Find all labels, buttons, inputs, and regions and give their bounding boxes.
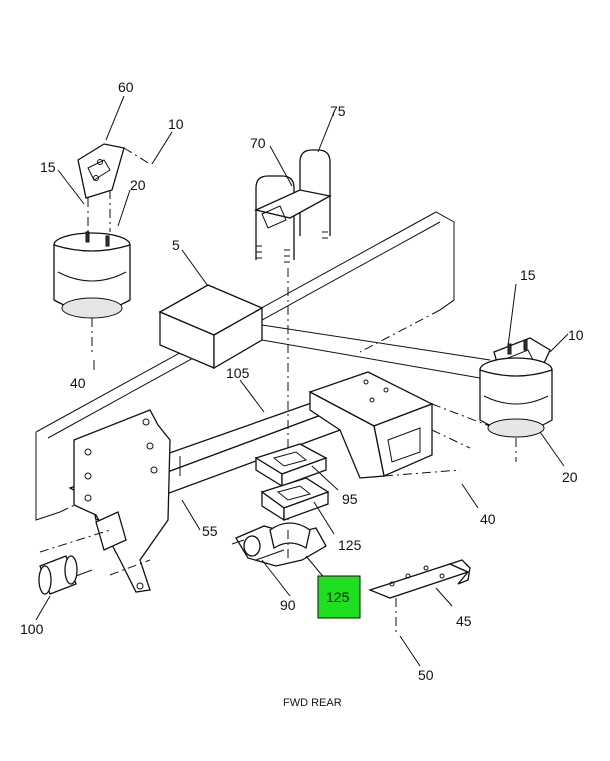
callout-60[interactable]: 60 bbox=[118, 79, 134, 95]
hanger-bracket bbox=[39, 409, 171, 593]
callout-95[interactable]: 95 bbox=[342, 491, 358, 507]
callout-15-right[interactable]: 15 bbox=[520, 267, 536, 283]
air-spring-right bbox=[479, 337, 553, 462]
callout-125-upper[interactable]: 125 bbox=[338, 537, 362, 553]
callout-70[interactable]: 70 bbox=[250, 135, 266, 151]
beam-bracket bbox=[308, 371, 501, 479]
diagram-caption: FWD REAR bbox=[283, 697, 342, 709]
air-spring-left bbox=[53, 143, 151, 352]
callout-40-right[interactable]: 40 bbox=[480, 511, 496, 527]
callout-15-left[interactable]: 15 bbox=[40, 159, 56, 175]
bushing bbox=[38, 555, 93, 595]
callout-40-left[interactable]: 40 bbox=[70, 375, 86, 391]
callout-10-right[interactable]: 10 bbox=[568, 327, 584, 343]
callout-50[interactable]: 50 bbox=[418, 667, 434, 683]
callout-45[interactable]: 45 bbox=[456, 613, 472, 629]
axle-clamp bbox=[231, 522, 327, 567]
mounting-bracket bbox=[368, 559, 471, 634]
callout-75[interactable]: 75 bbox=[330, 103, 346, 119]
callout-100[interactable]: 100 bbox=[20, 621, 44, 637]
leader-lines bbox=[35, 95, 569, 667]
u-bolt bbox=[253, 149, 332, 520]
callout-10-left[interactable]: 10 bbox=[168, 116, 184, 132]
callout-125-selected[interactable]: 125 bbox=[326, 589, 350, 605]
selected-callout-highlight bbox=[317, 575, 361, 619]
callout-20-left[interactable]: 20 bbox=[130, 177, 146, 193]
axle-seat-plates bbox=[254, 443, 330, 522]
axle-block bbox=[158, 284, 491, 379]
callout-90[interactable]: 90 bbox=[280, 597, 296, 613]
callout-105[interactable]: 105 bbox=[226, 365, 250, 381]
callout-55[interactable]: 55 bbox=[202, 523, 218, 539]
callout-5[interactable]: 5 bbox=[172, 237, 180, 253]
callout-20-right[interactable]: 20 bbox=[562, 469, 578, 485]
callouts: 60 10 15 20 40 75 70 5 15 10 20 105 95 1… bbox=[20, 79, 584, 683]
